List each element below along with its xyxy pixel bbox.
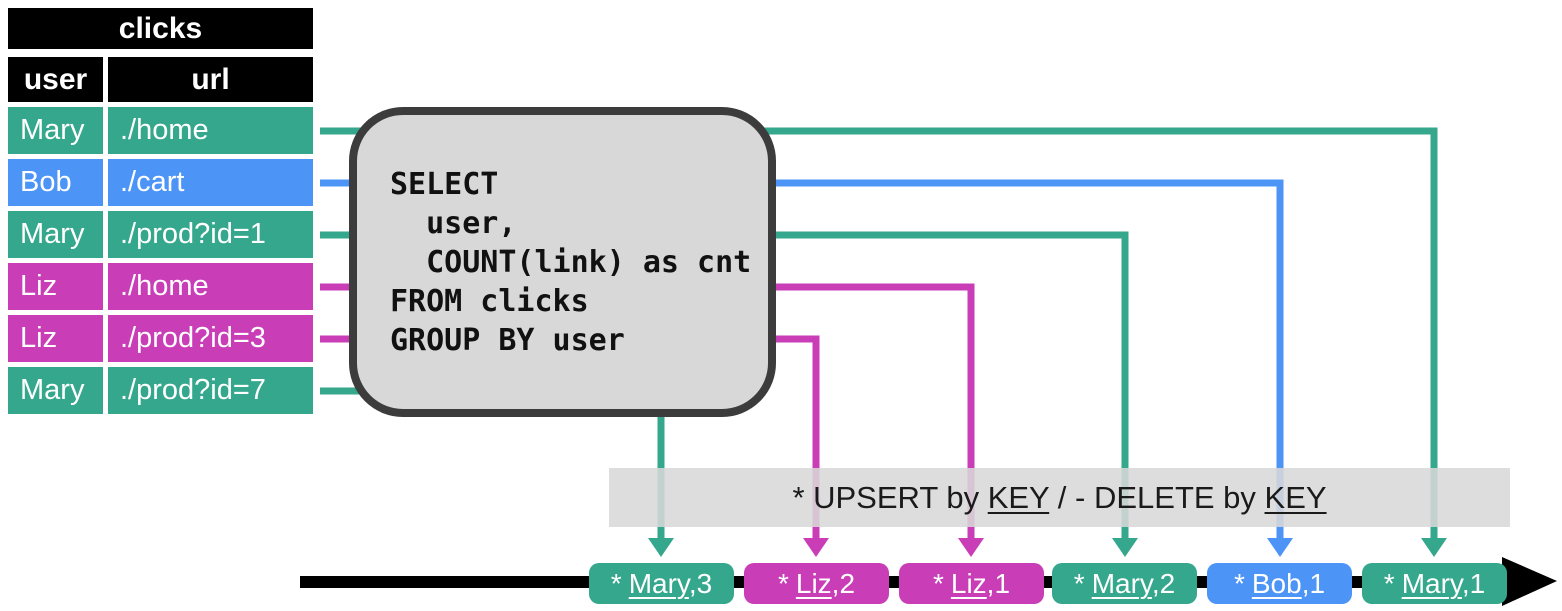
table-row-url-cell: ./cart xyxy=(108,159,313,206)
table-row-url-cell: ./prod?id=1 xyxy=(108,211,313,258)
table-row-user-cell: Liz xyxy=(8,315,103,362)
result-badge-mary-1: *Mary,1 xyxy=(1362,563,1507,604)
banner-key-underlined: KEY xyxy=(1264,480,1327,515)
table-row-user-cell: Mary xyxy=(8,107,103,154)
table-row-user-cell: Liz xyxy=(8,263,103,310)
upsert-marker: * xyxy=(1073,568,1085,599)
column-header-user: user xyxy=(8,57,103,102)
table-row-url-cell: ./prod?id=3 xyxy=(108,315,313,362)
upsert-marker: * xyxy=(1233,568,1245,599)
upsert-marker: * xyxy=(932,568,944,599)
table-row-url-cell: ./home xyxy=(108,107,313,154)
result-badge-mary-3: *Mary,3 xyxy=(589,563,734,604)
banner-text: / - DELETE by xyxy=(1049,480,1265,515)
table-row-url-cell: ./prod?id=7 xyxy=(108,367,313,414)
upsert-marker: * xyxy=(777,568,789,599)
sql-query-box: SELECT user, COUNT(link) as cnt FROM cli… xyxy=(349,107,776,417)
sql-code: SELECT user, COUNT(link) as cnt FROM cli… xyxy=(390,167,752,358)
result-badge-liz-1: *Liz,1 xyxy=(899,563,1044,604)
table-row-user-cell: Mary xyxy=(8,211,103,258)
badge-key: Mary xyxy=(628,568,689,599)
banner-key-underlined: KEY xyxy=(987,480,1050,515)
arrow-down-icon xyxy=(1421,538,1447,557)
table-title: clicks xyxy=(8,8,313,49)
result-badge-liz-2: *Liz,2 xyxy=(744,563,889,604)
arrow-down-icon xyxy=(648,538,674,557)
upsert-marker: * xyxy=(610,568,622,599)
result-badge-mary-2: *Mary,2 xyxy=(1052,563,1197,604)
arrow-down-icon xyxy=(803,538,829,557)
upsert-delete-banner: * UPSERT by KEY / - DELETE by KEY xyxy=(609,468,1510,527)
table-row-user-cell: Mary xyxy=(8,367,103,414)
badge-key: Liz xyxy=(950,568,987,599)
badge-count: ,2 xyxy=(831,568,856,599)
arrow-down-icon xyxy=(1267,538,1293,557)
table-row-url-cell: ./home xyxy=(108,263,313,310)
arrow-down-icon xyxy=(1112,538,1138,557)
badge-key: Liz xyxy=(795,568,832,599)
badge-key: Bob xyxy=(1251,568,1302,599)
banner-text: * UPSERT by xyxy=(792,480,988,515)
result-badge-bob-1: *Bob,1 xyxy=(1207,563,1352,604)
arrow-down-icon xyxy=(958,538,984,557)
badge-count: ,2 xyxy=(1151,568,1176,599)
table-row-user-cell: Bob xyxy=(8,159,103,206)
timeline-arrow-icon xyxy=(1502,557,1557,606)
badge-count: ,1 xyxy=(1301,568,1326,599)
badge-count: ,1 xyxy=(1461,568,1486,599)
badge-key: Mary xyxy=(1091,568,1152,599)
badge-key: Mary xyxy=(1401,568,1462,599)
upsert-marker: * xyxy=(1383,568,1395,599)
badge-count: ,1 xyxy=(986,568,1011,599)
badge-count: ,3 xyxy=(688,568,713,599)
column-header-url: url xyxy=(108,57,313,102)
